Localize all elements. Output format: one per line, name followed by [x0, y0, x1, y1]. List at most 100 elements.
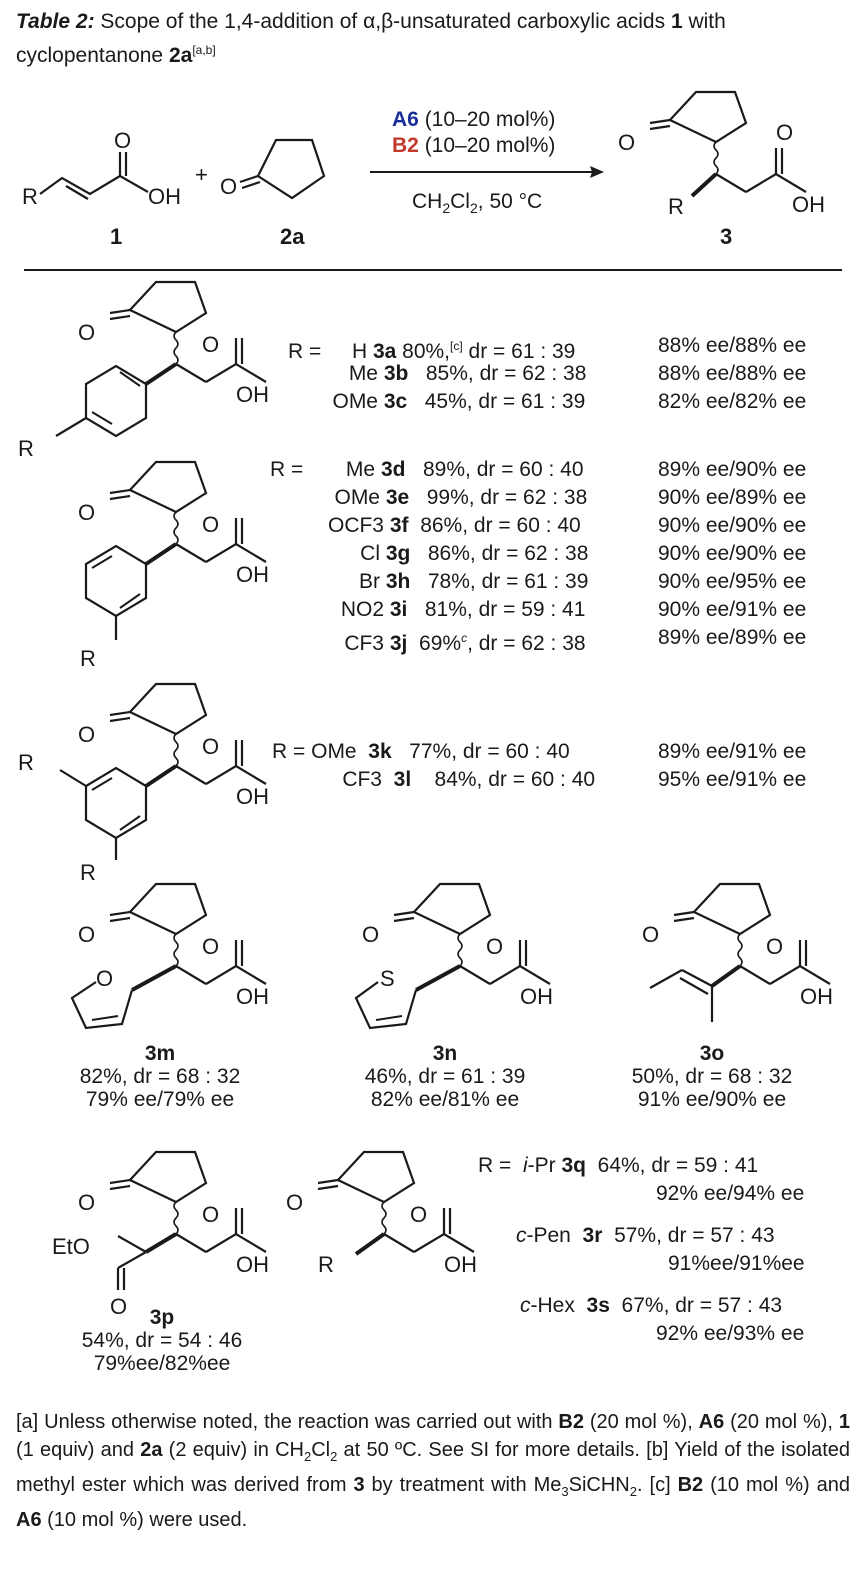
compound-id: 3c — [383, 390, 408, 413]
substituent-italic: c — [520, 1294, 531, 1317]
footnote-text: (1 equiv) and — [16, 1439, 141, 1461]
yield: 99%, — [426, 486, 475, 509]
atom-label: O — [202, 512, 219, 537]
yield: 84%, — [434, 768, 483, 791]
result-row-3i: NO2 3i 81%, dr = 59 : 41 — [318, 598, 586, 622]
yield: 89%, — [422, 458, 471, 481]
atom-label: R — [22, 184, 38, 209]
ee-value: 91% ee/90% ee — [637, 1088, 787, 1111]
atom-label: OH — [236, 1252, 269, 1277]
atom-label: O — [96, 966, 113, 991]
footnote-text: . — [636, 1474, 650, 1496]
ee-value: 79%ee/82%ee — [93, 1352, 231, 1375]
substituent: H — [351, 340, 368, 363]
result-row-3b: Me 3b 85%, dr = 62 : 38 — [324, 362, 587, 386]
diastereomer-ratio: dr = 62 : 38 — [474, 486, 588, 509]
atom-label: OH — [444, 1252, 477, 1277]
atom-label: O — [202, 934, 219, 959]
catalyst-a6-ref: A6 — [698, 1411, 725, 1433]
ee-3b: 88% ee/88% ee — [658, 362, 807, 385]
footnote-text: (10 mol %) were used. — [41, 1509, 248, 1531]
footnote-ref: [c] — [450, 339, 463, 353]
atom-label: R — [668, 194, 684, 219]
atom-label: OH — [148, 184, 181, 209]
atom-label: O — [362, 922, 379, 947]
footnote-text — [671, 1474, 678, 1496]
footnote-text: Yield of the isolated methyl ester which… — [16, 1439, 851, 1496]
conditions: CH2Cl2, 50 °C — [412, 190, 542, 216]
structure-alkyl: O O OH R — [286, 1150, 477, 1277]
reaction-scheme: R O OH + O 1 2a A6 (10–20 mol%) B2 (10–2… — [18, 90, 842, 1319]
compound-id: 3d — [380, 458, 406, 481]
substituent-italic: c — [516, 1224, 527, 1247]
substituent: -Pen — [526, 1224, 571, 1247]
ee-3k: 89% ee/91% ee — [658, 740, 807, 763]
solvent-part: Cl — [450, 190, 470, 213]
compound-id: 3s — [586, 1294, 610, 1317]
ee-3i: 90% ee/91% ee — [658, 598, 807, 621]
plus-sign: + — [195, 162, 208, 187]
atom-label: O — [202, 1202, 219, 1227]
atom-label: O — [110, 1294, 127, 1319]
result-row-3s: c-Hex 3s 67%, dr = 57 : 43 — [520, 1294, 782, 1318]
footnote-text: SiCHN — [568, 1474, 630, 1496]
product-3-structure: O O OH R — [618, 90, 825, 219]
structure-disubstituted-aryl: O O OH R R — [18, 682, 269, 885]
result-row-3f: OCF3 3f 86%, dr = 60 : 40 — [312, 514, 581, 538]
atom-label: R — [18, 436, 34, 461]
footnote-text: (10 mol %) and — [703, 1474, 850, 1496]
yield-dr: 82%, dr = 68 : 32 — [79, 1065, 241, 1088]
atom-label: O — [220, 174, 237, 199]
solvent-part: CH — [412, 190, 442, 213]
catalyst-a6-ref: A6 — [16, 1509, 42, 1531]
caption-compound-2a: 2a — [168, 44, 193, 67]
structure-meta-aryl: O O OH R — [78, 460, 269, 671]
compound-id: 3k — [368, 740, 392, 763]
footnote-text: at 50 ºC. See SI for more details. — [337, 1439, 647, 1461]
diastereomer-ratio: dr = 62 : 38 — [475, 542, 589, 565]
yield: 86%, — [420, 514, 469, 537]
yield: 78%, — [427, 570, 476, 593]
result-row-3h: Br 3h 78%, dr = 61 : 39 — [318, 570, 588, 594]
atom-label: R — [80, 860, 96, 885]
atom-label: O — [286, 1190, 303, 1215]
yield: 80%, — [402, 340, 451, 363]
compound-id: 3i — [389, 598, 408, 621]
yield-dr: 64%, dr = 59 : 41 — [597, 1154, 759, 1177]
substituent: CF3 — [344, 632, 384, 655]
substituent: -Pr — [527, 1154, 556, 1177]
substituent: OMe — [311, 740, 357, 763]
diastereomer-ratio: , dr = 62 : 38 — [467, 632, 586, 655]
compound-id: 3j — [389, 632, 408, 655]
compound-label-2a: 2a — [280, 224, 305, 249]
ee-3f: 90% ee/90% ee — [658, 514, 807, 537]
ee-3a: 88% ee/88% ee — [658, 334, 807, 357]
ee-3q: 92% ee/94% ee — [656, 1182, 805, 1205]
result-row-3k: R = OMe 3k 77%, dr = 60 : 40 — [272, 740, 570, 764]
compound-id: 3e — [385, 486, 410, 509]
footnote-text: (20 mol %), — [724, 1411, 839, 1433]
ee-value: 79% ee/79% ee — [85, 1088, 235, 1111]
atom-label: O — [78, 722, 95, 747]
atom-label: O — [618, 130, 635, 155]
atom-label: O — [78, 922, 95, 947]
atom-label: R — [18, 750, 34, 775]
diastereomer-ratio: dr = 60 : 40 — [470, 458, 584, 481]
atom-label: OH — [236, 382, 269, 407]
subscript: 3 — [561, 1484, 569, 1499]
result-row-3r: c-Pen 3r 57%, dr = 57 : 43 — [516, 1224, 775, 1248]
footnotes: [a] Unless otherwise noted, the reaction… — [16, 1408, 850, 1534]
yield: 69% — [419, 632, 462, 655]
result-row-3g: Cl 3g 86%, dr = 62 : 38 — [318, 542, 588, 566]
atom-label: O — [202, 332, 219, 357]
ee-value: 82% ee/81% ee — [370, 1088, 520, 1111]
atom-label: OH — [236, 984, 269, 1009]
ee-3l: 95% ee/91% ee — [658, 768, 807, 791]
subscript: 2 — [330, 1449, 338, 1464]
ee-3j: 89% ee/89% ee — [658, 626, 807, 649]
caption-text: Scope of the 1,4-addition of α,β-unsatur… — [94, 10, 671, 33]
catalyst-a6-loading: (10–20 mol%) — [419, 108, 556, 131]
footnote-text: by treatment with Me — [364, 1474, 562, 1496]
r-prefix: R = — [270, 458, 310, 481]
